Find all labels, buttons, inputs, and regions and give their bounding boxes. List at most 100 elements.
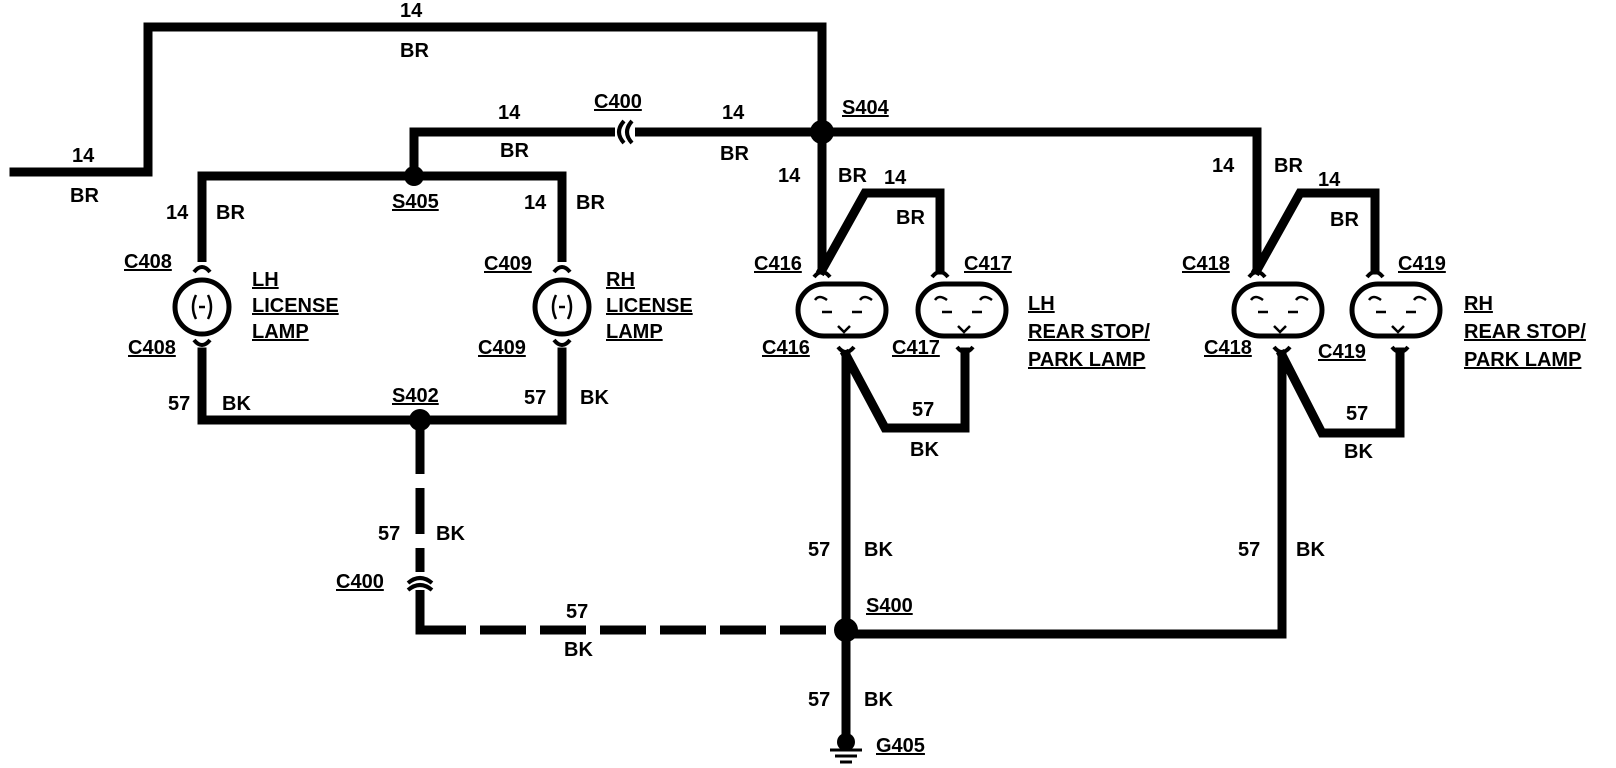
wire-color-label: BK: [910, 439, 939, 461]
connector-label-c418: C418: [1204, 337, 1252, 359]
lamp-label-rh-rear-line3: PARK LAMP: [1464, 349, 1581, 371]
splice-dots: [404, 120, 858, 642]
wire-color-label: BR: [720, 143, 749, 165]
lamp-label-rh-license-line2: LICENSE: [606, 295, 693, 317]
wire-rh-license-gnd: [415, 347, 567, 425]
connector-label-c416: C416: [762, 337, 810, 359]
splice-label-s405: S405: [392, 191, 439, 213]
wire-c416-c417: [815, 188, 945, 277]
splice-label-s400: S400: [866, 595, 913, 617]
wire-color-label: BK: [864, 689, 893, 711]
lamp-label-rh-rear-line2: REAR STOP/: [1464, 321, 1586, 343]
dashed-wires: [415, 428, 846, 635]
connector-label-c418: C418: [1182, 253, 1230, 275]
lamp-label-lh-license-line2: LICENSE: [252, 295, 339, 317]
wire-color-label: BR: [896, 207, 925, 229]
wire-labels: 14 BR 14 BR 14 BR 14 BR 14 BR 14 BR 57 B…: [70, 0, 1373, 711]
wire-gauge-label: 57: [1346, 403, 1368, 425]
lamp-label-lh-license-line3: LAMP: [252, 321, 309, 343]
connector-label-c419: C419: [1398, 253, 1446, 275]
splice-s400-dot: [834, 618, 858, 642]
wire-gauge-label: 14: [722, 102, 745, 124]
wire-c418-c419: [1250, 188, 1380, 277]
connector-label-c417: C417: [964, 253, 1012, 275]
lh-rear-lamp-c416-icon: [795, 270, 889, 354]
rh-license-lamp-icon: [532, 262, 592, 347]
c400-connector-bottom: [406, 574, 434, 592]
wire-gauge-label: 57: [912, 399, 934, 421]
wire-s405-lh-license: [197, 171, 419, 267]
connector-label-c400: C400: [594, 91, 642, 113]
wire-color-label: BK: [222, 393, 251, 415]
wire-gauge-label: 14: [400, 0, 423, 22]
wire-gauge-label: 14: [884, 167, 907, 189]
wire-lh-license-gnd: [197, 347, 425, 425]
rh-rear-lamp-c418-icon: [1231, 270, 1325, 354]
wire-c400-s405: [409, 127, 623, 181]
wire-gauge-label: 57: [168, 393, 190, 415]
wires: [9, 22, 1405, 743]
wire-color-label: BR: [216, 202, 245, 224]
lamp-label-rh-rear-line1: RH: [1464, 293, 1493, 315]
splice-s405-dot: [404, 166, 424, 186]
splice-s402-dot: [409, 409, 431, 431]
connector-label-c417: C417: [892, 337, 940, 359]
rh-rear-lamp-c419-icon: [1349, 270, 1443, 354]
lh-rear-lamp-c417-icon: [915, 270, 1009, 354]
lamp-label-rh-license-line3: LAMP: [606, 321, 663, 343]
splice-label-s404: S404: [842, 97, 890, 119]
wire-color-label: BR: [500, 140, 529, 162]
wire-gauge-label: 57: [378, 523, 400, 545]
wire-s405-rh-license: [409, 171, 567, 267]
splice-label-s402: S402: [392, 385, 439, 407]
wire-color-label: BK: [564, 639, 593, 661]
ground-label-g405: G405: [876, 735, 925, 757]
wire-gauge-label: 14: [498, 102, 521, 124]
wire-color-label: BR: [838, 165, 867, 187]
wire-gauge-label: 57: [808, 539, 830, 561]
connector-label-c416: C416: [754, 253, 802, 275]
wire-color-label: BK: [1296, 539, 1325, 561]
wire-gauge-label: 14: [166, 202, 189, 224]
wire-gauge-label: 14: [72, 145, 95, 167]
connector-label-c409: C409: [478, 337, 526, 359]
connector-label-c408: C408: [128, 337, 176, 359]
lamp-label-rh-license-line1: RH: [606, 269, 635, 291]
connector-label-c419: C419: [1318, 341, 1366, 363]
lamp-labels: LH LICENSE LAMP RH LICENSE LAMP LH REAR …: [252, 269, 1586, 371]
splice-s404-dot: [810, 120, 834, 144]
wire-gauge-label: 14: [1318, 169, 1341, 191]
wire-color-label: BR: [70, 185, 99, 207]
wire-color-label: BK: [436, 523, 465, 545]
lh-license-lamp-icon: [172, 262, 232, 347]
wire-gauge-label: 14: [778, 165, 801, 187]
lamp-label-lh-rear-line1: LH: [1028, 293, 1055, 315]
wire-gauge-label: 57: [524, 387, 546, 409]
connector-label-c400: C400: [336, 571, 384, 593]
wire-color-label: BK: [864, 539, 893, 561]
wire-c419-gnd: [1275, 347, 1405, 438]
wire-c418-s400: [841, 350, 1287, 639]
wire-color-label: BK: [1344, 441, 1373, 463]
wire-gauge-label: 57: [566, 601, 588, 623]
lamp-label-lh-license-line1: LH: [252, 269, 279, 291]
wire-gauge-label: 57: [808, 689, 830, 711]
c400-connector-top: [615, 119, 635, 145]
wire-gauge-label: 14: [524, 192, 547, 214]
ground-icon: [830, 733, 862, 764]
wire-s404-rh-rear: [817, 127, 1262, 275]
connector-label-c408: C408: [124, 251, 172, 273]
wire-c417-gnd: [839, 347, 970, 433]
lamp-label-lh-rear-line3: PARK LAMP: [1028, 349, 1145, 371]
component-labels: C400 C400 C408 C408 C409 C409 C416 C416 …: [124, 91, 1446, 757]
wire-color-label: BR: [1274, 155, 1303, 177]
wire-color-label: BR: [576, 192, 605, 214]
wire-gauge-label: 14: [1212, 155, 1235, 177]
wire-color-label: BR: [1330, 209, 1359, 231]
wire-color-label: BK: [580, 387, 609, 409]
wire-color-label: BR: [400, 40, 429, 62]
lamp-label-lh-rear-line2: REAR STOP/: [1028, 321, 1150, 343]
connector-label-c409: C409: [484, 253, 532, 275]
feed-wire: [9, 22, 827, 177]
